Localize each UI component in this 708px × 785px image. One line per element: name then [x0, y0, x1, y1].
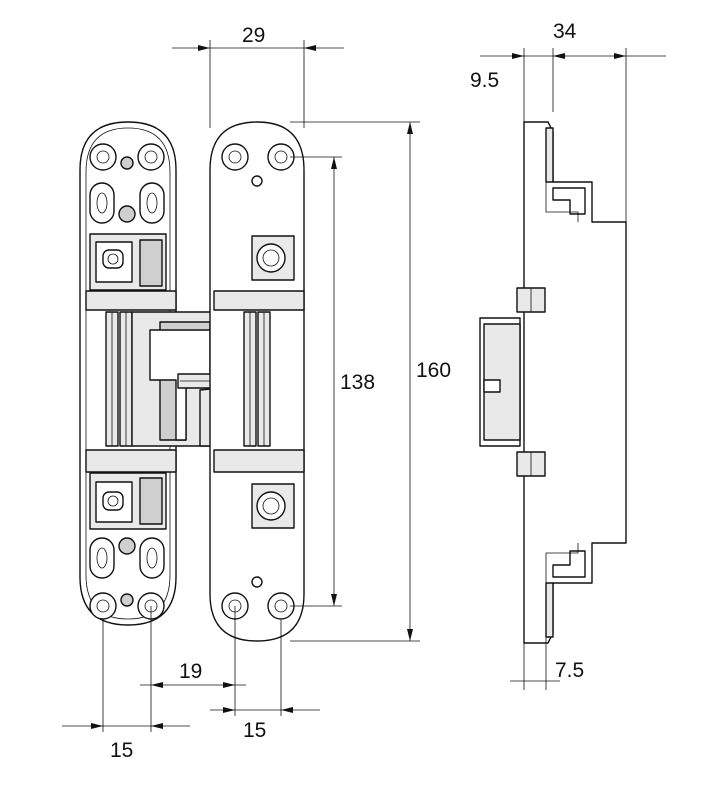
- mounting-hole-icon: [89, 143, 117, 171]
- dimension-lines: [62, 40, 666, 732]
- right-hinge-plate: [209, 121, 305, 642]
- mounting-hole-icon: [89, 592, 117, 620]
- side-view-profile: [479, 121, 627, 644]
- dimension-15-left: 15: [110, 739, 133, 762]
- dimension-138: 138: [340, 371, 375, 394]
- dimension-7-5: 7.5: [555, 659, 584, 682]
- dimension-34: 34: [553, 20, 577, 43]
- left-hinge-plate: [79, 121, 177, 626]
- mounting-hole-icon: [221, 143, 249, 171]
- dimension-19: 19: [179, 660, 202, 683]
- dimension-160: 160: [416, 359, 451, 382]
- dimension-9-5: 9.5: [470, 69, 499, 92]
- dimension-15-right: 15: [243, 719, 266, 742]
- mounting-hole-icon: [137, 143, 165, 171]
- dimension-29: 29: [242, 24, 265, 47]
